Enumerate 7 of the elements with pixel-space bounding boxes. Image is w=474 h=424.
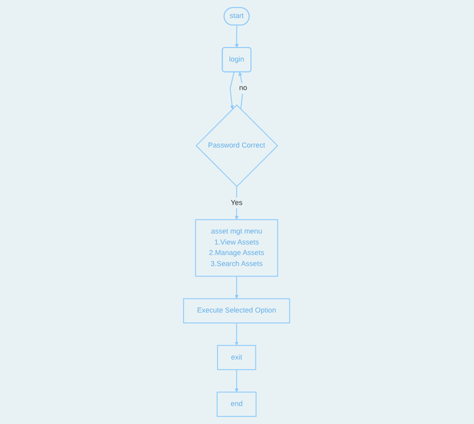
arrow [235,369,239,392]
arrow [238,72,244,110]
arrow [230,72,235,110]
arrow [235,24,240,48]
arrow [235,322,239,346]
arrow [235,276,239,299]
arrow [235,186,239,220]
